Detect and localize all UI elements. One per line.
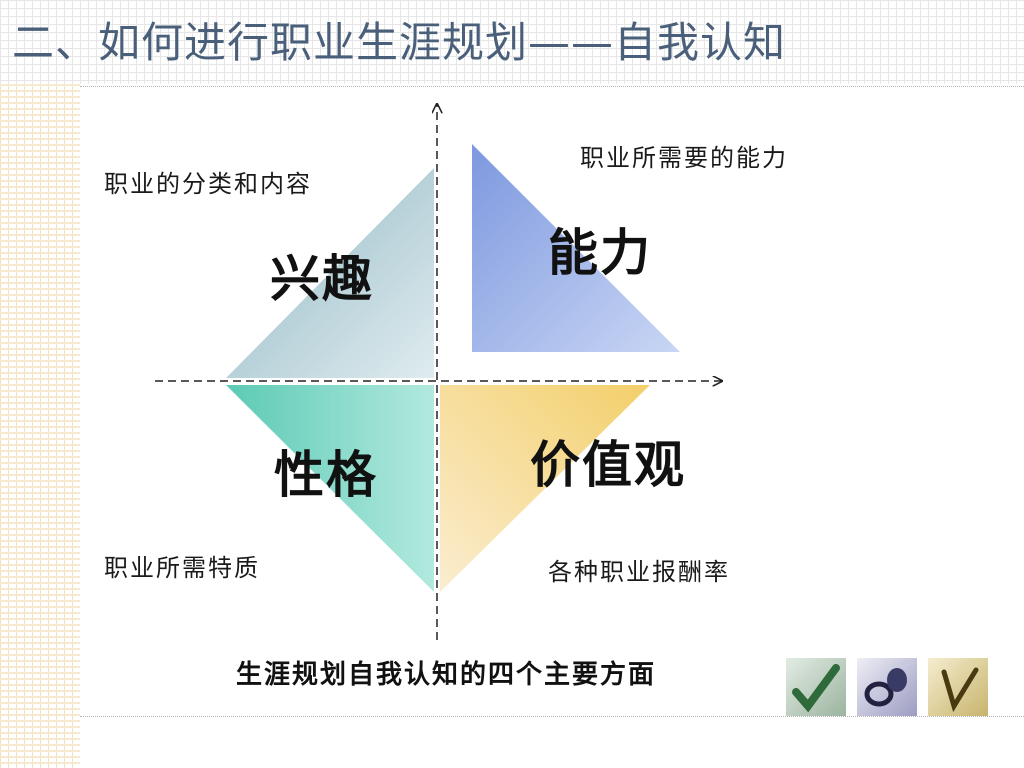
personality-label: 性格 [274,445,378,504]
values-triangle [440,385,650,592]
ability-label: 能力 [548,223,652,282]
stripe-background [0,84,80,768]
pen-thumb-icon [928,658,988,716]
values-label: 价值观 [530,435,686,494]
title-divider [80,86,1024,87]
page-title: 二、如何进行职业生涯规划——自我认知 [12,18,787,67]
personality-triangle [226,385,434,592]
checkmark-thumb-icon [786,658,846,716]
ability-desc: 职业所需要的能力 [580,144,788,172]
disc-thumb-icon [857,658,917,716]
interest-desc: 职业的分类和内容 [104,170,312,198]
values-desc: 各种职业报酬率 [548,558,730,586]
diagram-caption: 生涯规划自我认知的四个主要方面 [236,660,657,690]
ability-triangle [472,144,680,352]
grid-background [0,0,1024,84]
interest-label: 兴趣 [270,249,374,308]
bottom-divider [80,716,1024,717]
interest-triangle [226,168,434,378]
personality-desc: 职业所需特质 [104,554,260,582]
